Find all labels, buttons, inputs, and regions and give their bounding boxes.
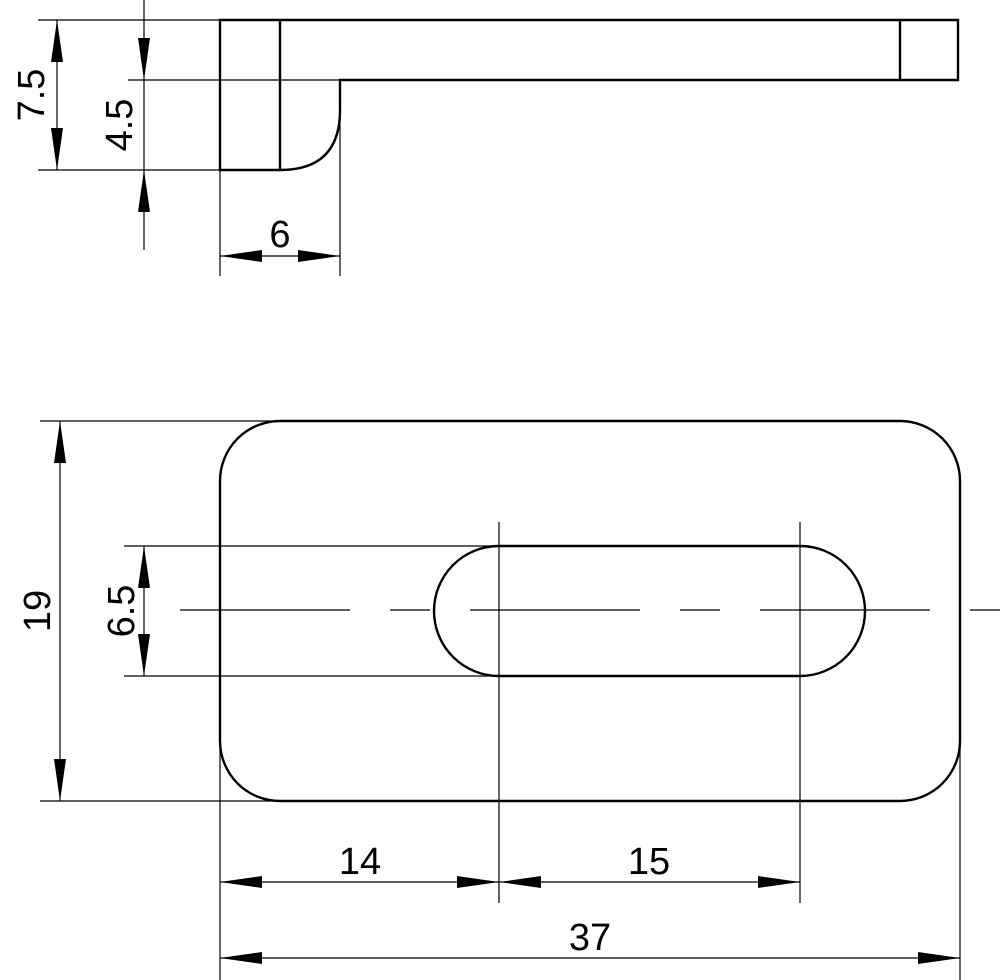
horizontal-extension-lines [219, 522, 961, 980]
dim-label-6-5: 6.5 [101, 585, 143, 638]
dimension-total-width: 37 [220, 917, 960, 964]
plate-outline [218, 419, 962, 803]
dim-label-14: 14 [339, 841, 381, 883]
dimension-step-height-side: 4.5 [99, 0, 340, 250]
dimension-slot-length: 15 [499, 841, 800, 888]
dim-label-7-5: 7.5 [11, 69, 53, 122]
dimension-slot-width: 6.5 [101, 545, 499, 677]
dimension-left-offset: 14 [220, 841, 499, 888]
dim-label-37: 37 [569, 917, 611, 959]
dimension-total-height-side: 7.5 [11, 19, 220, 171]
dim-label-4-5: 4.5 [99, 99, 141, 152]
dim-label-19: 19 [17, 590, 59, 632]
dimension-total-height-top: 19 [17, 420, 280, 802]
dim-label-6: 6 [269, 214, 290, 256]
dim-label-15: 15 [628, 841, 670, 883]
dimension-base-width-side: 6 [219, 110, 341, 276]
top-view: 19 6.5 14 15 [17, 419, 1000, 980]
side-view: 7.5 4.5 6 [11, 0, 960, 276]
side-view-outline [218, 18, 960, 172]
